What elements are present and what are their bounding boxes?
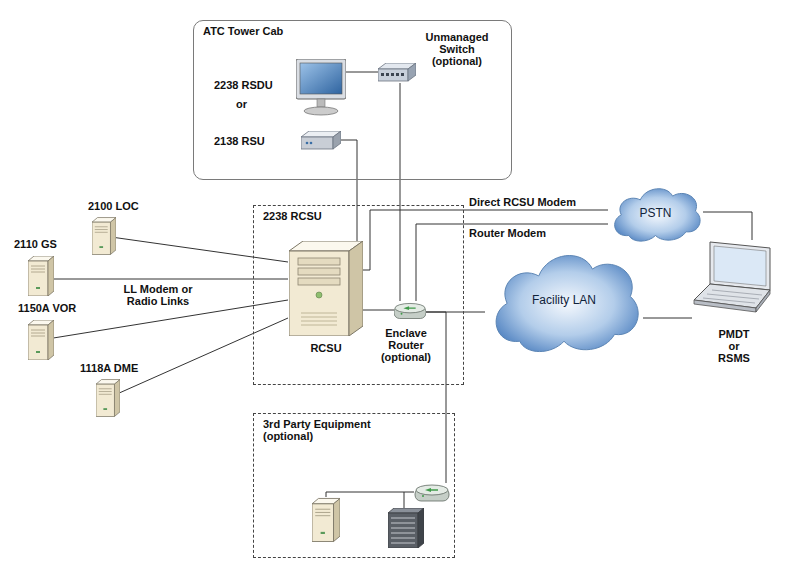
nav-aid: 2110 GS — [28, 256, 54, 296]
edge-label: Direct RCSU Modem — [467, 196, 578, 208]
node-label: Facility LAN — [532, 293, 596, 307]
bigserver-icon — [289, 241, 363, 336]
connector-line — [120, 318, 288, 393]
node-label: 2238 RCSU — [254, 206, 463, 222]
rsu-icon — [301, 131, 341, 151]
wire — [446, 413, 447, 483]
connector-line — [703, 212, 752, 240]
nav-aid: 2100 LOC — [92, 216, 116, 256]
network-cloud: PSTN — [608, 183, 703, 243]
node-label: 2100 LOC — [88, 200, 158, 212]
tower-icon — [92, 216, 116, 256]
connector-line — [400, 83, 401, 301]
node-label: RCSU — [289, 342, 363, 354]
node-label: 2110 GS — [14, 238, 84, 250]
laptop-glyph — [694, 242, 770, 312]
node-label: 3rd Party Equipment (optional) — [254, 414, 388, 442]
network-cloud: Facility LAN — [485, 245, 643, 355]
tower-glyph — [96, 380, 120, 417]
node-label: 2238 RSDU — [214, 79, 292, 91]
node-label: 2138 RSU — [214, 135, 294, 147]
router-icon — [415, 485, 449, 501]
connector-line — [346, 72, 378, 73]
router-glyph — [394, 303, 426, 318]
node-label: Unmanaged Switch (optional) — [421, 31, 493, 67]
tower-glyph — [28, 320, 54, 360]
rcsu-group: 2238 RCSU RCSU Enclave Router (optional) — [253, 205, 464, 385]
node-label: PMDT or RSMS — [713, 328, 755, 364]
node-label: PSTN — [639, 206, 671, 220]
control-server: RCSU — [289, 241, 363, 336]
cloud-outline — [496, 256, 638, 352]
wire — [326, 492, 414, 497]
enclave-router: Enclave Router (optional) — [394, 301, 426, 320]
monitor-icon — [296, 59, 346, 116]
laptop-icon — [692, 240, 776, 322]
tower-icon — [96, 378, 120, 418]
status-unit: 2138 RSU — [301, 131, 341, 151]
nav-aid: 1150A VOR — [28, 320, 54, 360]
wire — [404, 492, 405, 508]
tower-glyph — [92, 218, 116, 255]
display-unit: 2238 RSDU — [296, 59, 346, 116]
tower-glyph — [28, 256, 54, 296]
nav-aid: 1118A DME — [96, 378, 120, 418]
monitor-glyph — [296, 59, 346, 115]
node-label: 1118A DME — [80, 362, 150, 374]
edge-label: Router Modem — [467, 227, 548, 239]
connector-line — [363, 310, 394, 311]
connector-line — [643, 318, 692, 319]
tower-icon — [28, 256, 54, 296]
tower-icon — [28, 320, 54, 360]
router-icon — [394, 301, 426, 320]
bigserver-glyph — [289, 241, 363, 336]
switch-glyph — [378, 63, 416, 81]
connector-line — [341, 140, 357, 241]
rack-icon — [388, 508, 424, 548]
link-note: LL Modem or Radio Links — [118, 283, 198, 307]
connector-line — [116, 238, 288, 262]
network-switch: Unmanaged Switch (optional) — [378, 63, 416, 83]
node-label: 1150A VOR — [18, 302, 88, 314]
third-party-group: 3rd Party Equipment (optional) — [253, 413, 455, 558]
or-note: or — [236, 98, 256, 110]
laptop-terminal: PMDT or RSMS — [692, 240, 776, 322]
cloud-outline — [615, 189, 700, 241]
node-label: Enclave Router (optional) — [376, 327, 436, 363]
rsu-glyph — [301, 131, 341, 149]
switch-icon — [378, 63, 416, 83]
server-icon — [312, 498, 340, 541]
